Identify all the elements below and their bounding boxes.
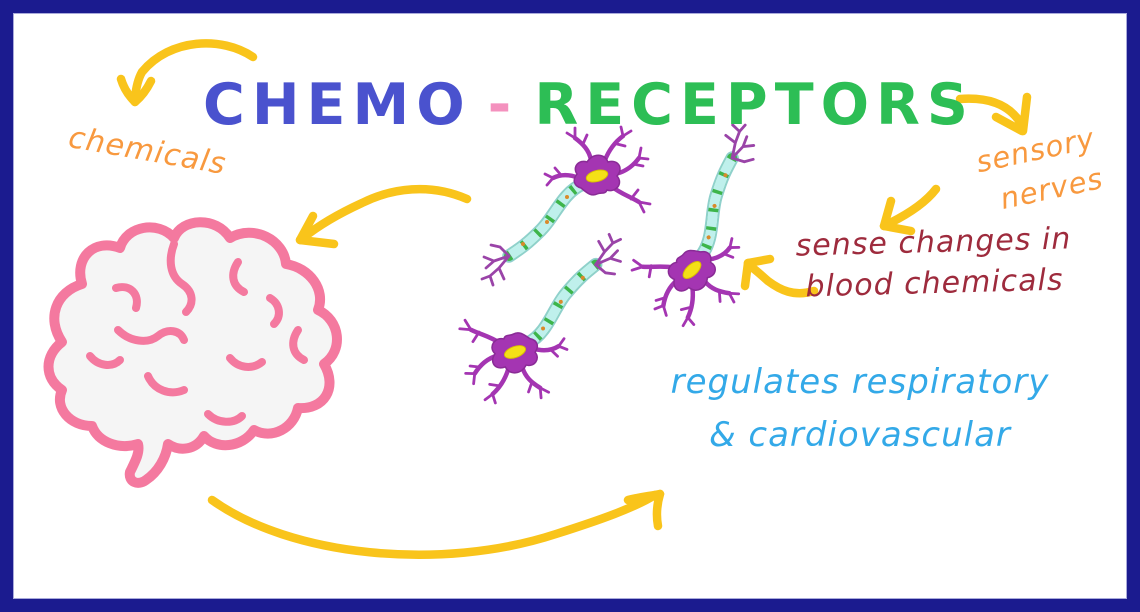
neuron-illustration-right xyxy=(594,120,817,338)
label-regulates-line1: regulates respiratory xyxy=(670,362,1050,402)
arrow-receptors-to-sensory-nerves xyxy=(955,92,1032,136)
label-regulates: regulates respiratory & cardiovascular xyxy=(638,356,1082,462)
label-sense-line2: blood chemicals xyxy=(805,262,1064,305)
brain-gyri xyxy=(86,240,308,426)
title-receptors: RECEPTORS xyxy=(534,72,975,138)
brain-illustration xyxy=(43,217,342,488)
arrow-title-to-chemicals xyxy=(116,39,258,107)
page-title: CHEMO - RECEPTORS xyxy=(203,72,975,138)
arrow-brain-to-regulates xyxy=(207,489,665,559)
arrow-title-to-brain xyxy=(295,184,472,249)
arrow-sense-changes-to-neurons xyxy=(740,254,819,298)
label-regulates-line2: & cardiovascular xyxy=(709,415,1011,455)
label-sense-changes: sense changes in blood chemicals xyxy=(787,218,1081,308)
arrow-nerves-to-sense-changes xyxy=(879,184,941,236)
title-dash: - xyxy=(487,72,519,138)
neuron-illustration-bottom xyxy=(453,233,634,405)
neuron-illustration-top xyxy=(482,127,650,285)
title-chemo: CHEMO xyxy=(203,72,472,138)
